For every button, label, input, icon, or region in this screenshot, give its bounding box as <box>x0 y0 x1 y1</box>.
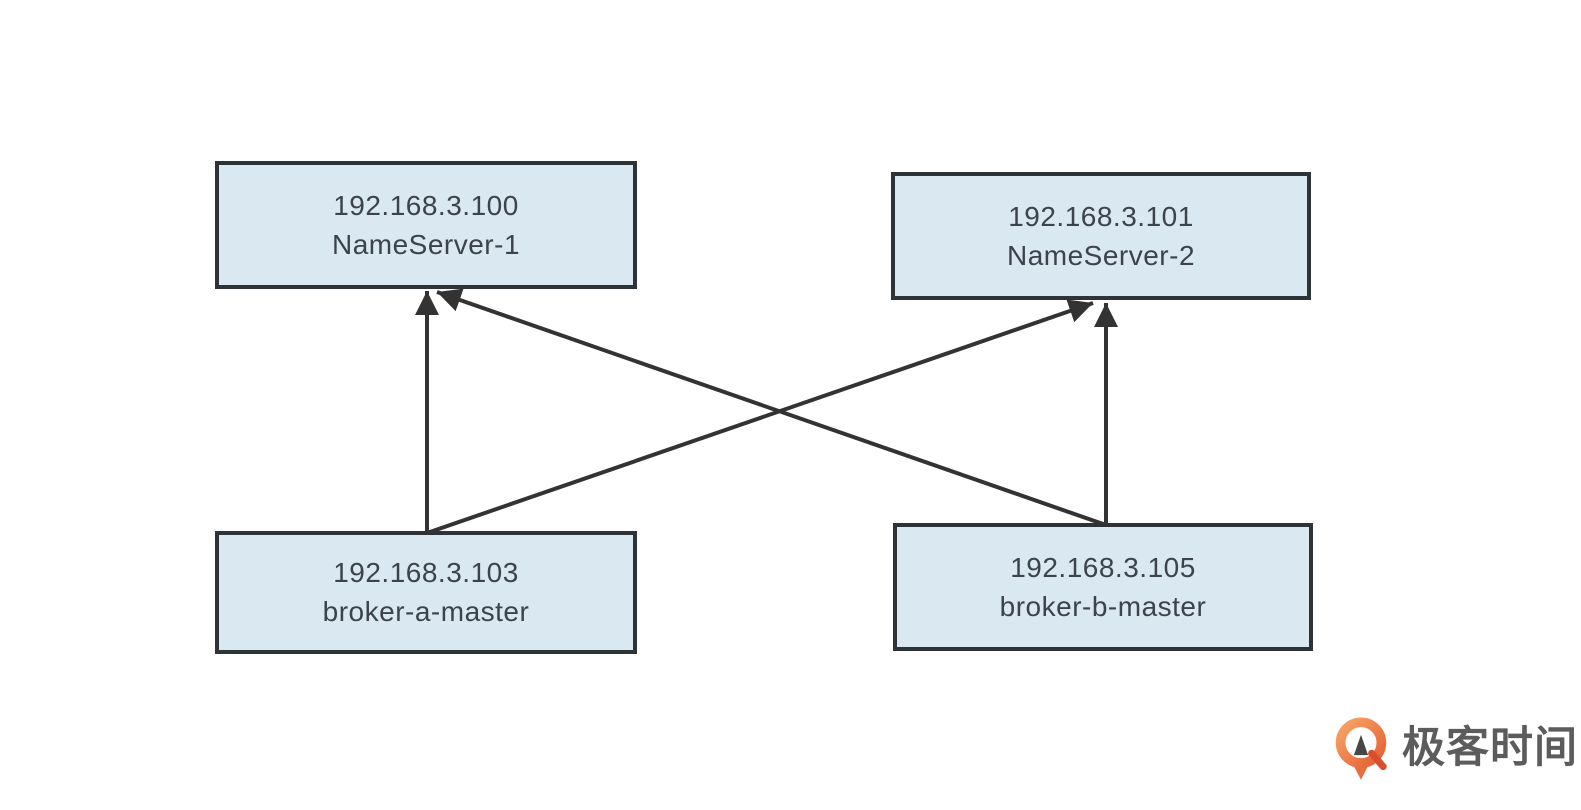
node-nameserver-2: 192.168.3.101 NameServer-2 <box>891 172 1311 300</box>
node-label: broker-b-master <box>999 590 1207 622</box>
geektime-watermark: 极客时间 <box>1330 714 1578 782</box>
arrow-broker-b-to-nameserver-1 <box>436 288 1107 527</box>
node-ip: 192.168.3.101 <box>1008 200 1194 232</box>
node-ip: 192.168.3.105 <box>1010 551 1196 583</box>
node-label: NameServer-1 <box>331 228 521 260</box>
node-ip: 192.168.3.100 <box>333 189 519 221</box>
node-broker-b-master: 192.168.3.105 broker-b-master <box>893 523 1313 651</box>
geektime-logo-icon <box>1330 715 1392 781</box>
node-label: broker-a-master <box>322 596 530 627</box>
geektime-logo-text: 极客时间 <box>1402 723 1578 772</box>
node-ip: 192.168.3.103 <box>333 557 519 588</box>
arrow-broker-a-to-nameserver-2 <box>426 299 1094 535</box>
node-nameserver-1: 192.168.3.100 NameServer-1 <box>215 161 637 289</box>
node-label: NameServer-2 <box>1006 239 1196 271</box>
node-broker-a-master: 192.168.3.103 broker-a-master <box>215 531 637 654</box>
